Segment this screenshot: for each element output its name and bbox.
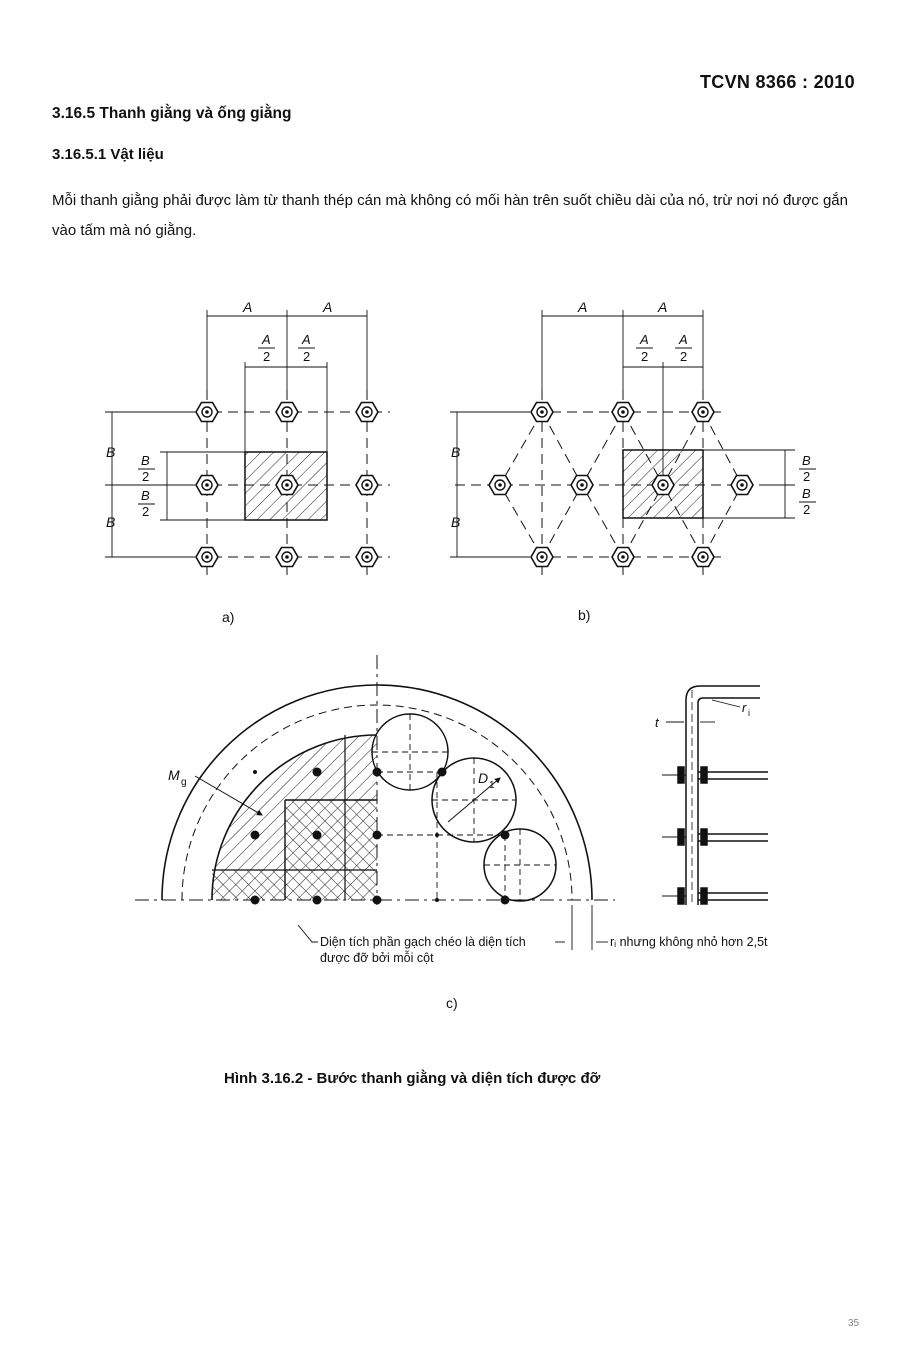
b-dim-b-top: B — [451, 444, 460, 460]
figure-b — [450, 310, 795, 575]
figure-caption: Hình 3.16.2 - Bước thanh giằng và diện t… — [224, 1070, 601, 1087]
figure-a — [105, 310, 390, 575]
b-half-a-den-2: 2 — [680, 349, 687, 364]
dim-b-a-right: A — [657, 299, 667, 315]
note-ri: rᵢ nhưng không nhỏ hơn 2,5t — [610, 935, 768, 949]
figure-c-stay-points — [250, 767, 510, 905]
subsection-heading: 3.16.5.1 Vật liệu — [52, 146, 164, 163]
half-b-num-2: B — [141, 488, 150, 503]
d1-label: D — [478, 770, 488, 786]
label-c: c) — [446, 995, 458, 1011]
b-half-b-num-2: B — [802, 486, 811, 501]
b-half-b-num-1: B — [802, 453, 811, 468]
half-b-num-1: B — [141, 453, 150, 468]
d1-subscript: 1 — [489, 780, 495, 791]
b-half-a-num-2: A — [678, 332, 688, 347]
half-a-num-2: A — [301, 332, 311, 347]
dim-b-top: B — [106, 444, 115, 460]
mg-label: M — [168, 767, 180, 783]
mg-subscript: g — [181, 777, 187, 788]
b-half-a-num-1: A — [639, 332, 649, 347]
b-dim-b-bottom: B — [451, 514, 460, 530]
b-half-b-den-2: 2 — [803, 502, 810, 517]
figure-c-detail — [662, 685, 768, 905]
ri-label: r — [742, 700, 747, 715]
figure-c — [135, 655, 615, 950]
b-half-b-den-1: 2 — [803, 469, 810, 484]
standard-number: TCVN 8366 : 2010 — [700, 72, 855, 92]
note-hatch: Diện tích phần gạch chéo là diện tích đư… — [320, 935, 526, 965]
half-a-den-2: 2 — [303, 349, 310, 364]
label-a: a) — [222, 609, 235, 625]
half-a-num-1: A — [261, 332, 271, 347]
t-label: t — [655, 715, 660, 730]
dim-b-a-left: A — [577, 299, 587, 315]
b-half-a-den-1: 2 — [641, 349, 648, 364]
dim-b-bottom: B — [106, 514, 115, 530]
label-b: b) — [578, 607, 591, 623]
dim-a-right: A — [322, 299, 332, 315]
ri-subscript: i — [748, 708, 750, 718]
page-number: 35 — [848, 1318, 860, 1329]
dim-a-left: A — [242, 299, 252, 315]
section-heading: 3.16.5 Thanh giằng và ống giằng — [52, 105, 292, 122]
half-b-den-2: 2 — [142, 504, 149, 519]
half-b-den-1: 2 — [142, 469, 149, 484]
half-a-den-1: 2 — [263, 349, 270, 364]
body-paragraph: Mỗi thanh giằng phải được làm từ thanh t… — [52, 192, 848, 239]
